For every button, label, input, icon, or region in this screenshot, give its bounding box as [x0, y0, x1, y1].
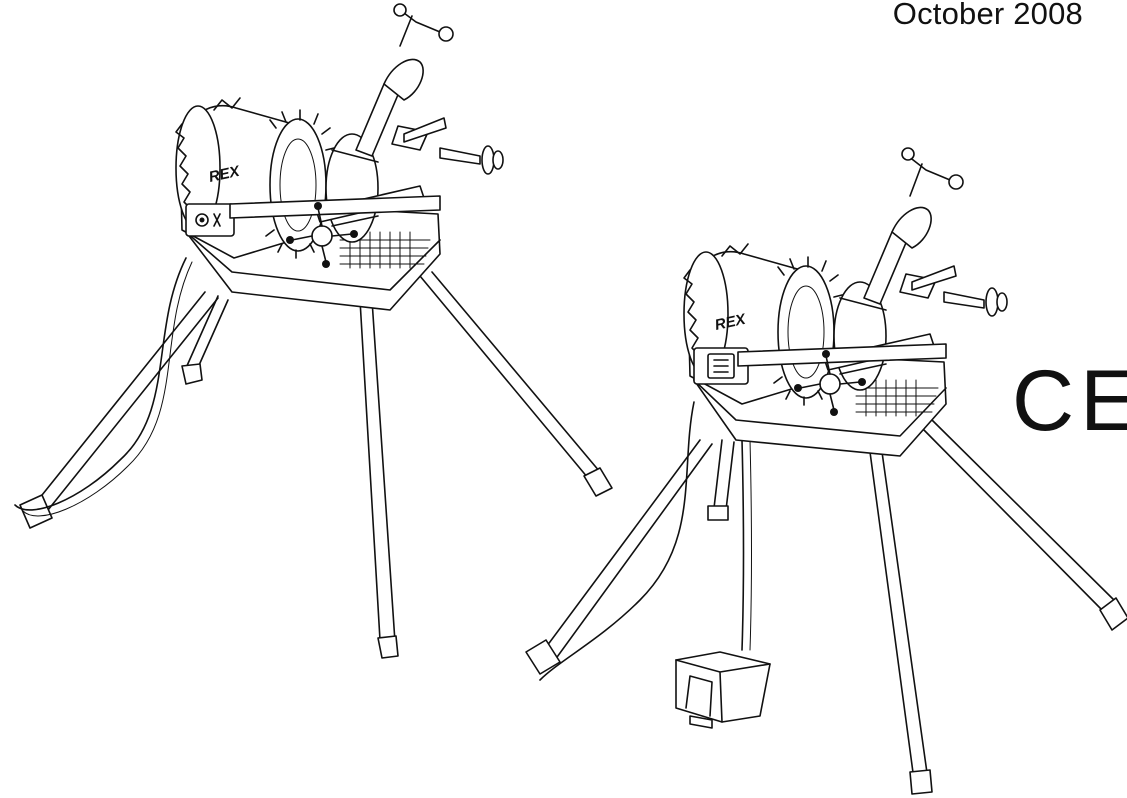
threading-machine-right: REX — [525, 147, 1127, 795]
brand-logo-right: REX — [713, 311, 748, 334]
stand-legs-left — [14, 257, 613, 659]
motor-housing-right: REX — [683, 243, 809, 405]
die-head-left — [355, 3, 504, 175]
switch-panel-left — [185, 203, 235, 237]
chuck-assembly-left — [229, 109, 441, 268]
stand-legs-right — [525, 401, 1127, 795]
document-date: October 2008 — [892, 0, 1083, 31]
brand-logo-left: REX — [207, 163, 242, 186]
ce-mark: CE — [1012, 353, 1127, 449]
chuck-assembly-right — [737, 256, 947, 416]
motor-housing-left: REX — [175, 97, 301, 259]
foot-switch — [675, 651, 771, 729]
threading-machine-left: REX — [14, 3, 613, 659]
die-head-right — [863, 147, 1008, 317]
